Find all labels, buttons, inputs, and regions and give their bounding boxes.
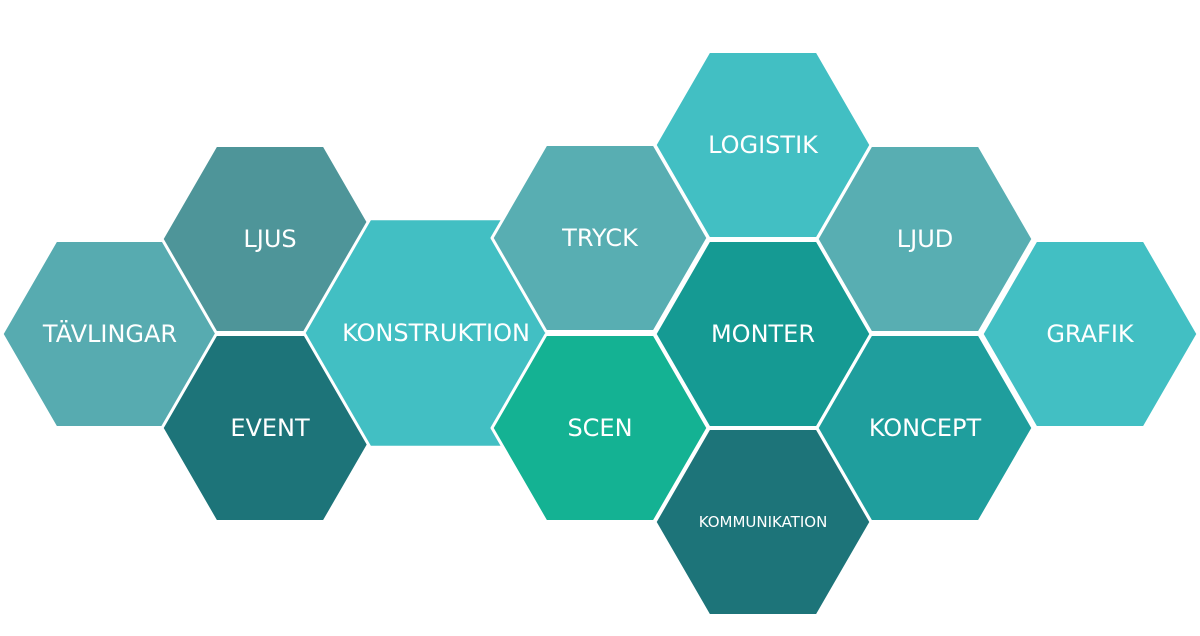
hexagon-label-konstruktion: KONSTRUKTION [342,319,530,347]
hexagon-label-ljud: LJUD [897,225,954,253]
hexagon-shape-ljud [815,144,1035,334]
hexagon-ljus: LJUS [160,144,380,334]
hexagon-label-monter: MONTER [711,320,815,348]
hexagon-label-event: EVENT [230,414,310,442]
hexagon-label-tryck: TRYCK [561,224,639,252]
hexagon-konstruktion: KONSTRUKTION [302,217,570,449]
hexagon-grafik: GRAFIK [980,239,1200,429]
hexagon-koncept: KONCEPT [815,333,1035,523]
hexagon-label-ljus: LJUS [243,225,296,253]
hexagon-ljud: LJUD [815,144,1035,334]
hexagon-shape-koncept [815,333,1035,523]
hexagon-label-tavlingar: TÄVLINGAR [42,319,177,348]
hexagon-shape-grafik [980,239,1200,429]
hexagon-label-logistik: LOGISTIK [708,131,819,159]
hexagon-label-koncept: KONCEPT [869,414,982,442]
hexagon-label-scen: SCEN [567,414,632,442]
hexagon-label-grafik: GRAFIK [1046,320,1135,348]
hexagon-logistik: LOGISTIK [653,50,873,240]
hexagon-label-kommunikation: KOMMUNIKATION [699,513,828,531]
